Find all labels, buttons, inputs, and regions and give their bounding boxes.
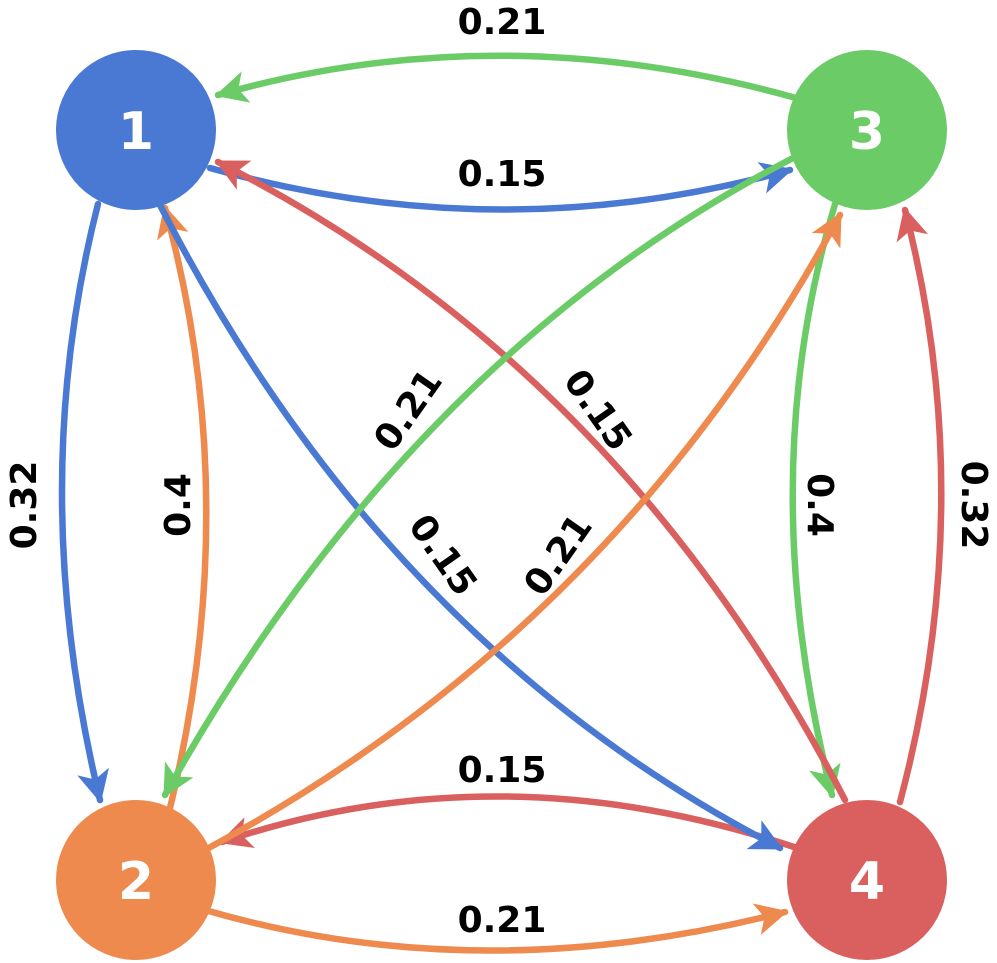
edge-label-1-to-3: 0.15	[458, 154, 547, 195]
edge-label-1-to-2: 0.32	[4, 461, 45, 550]
edge-4-to-3	[896, 206, 945, 806]
edge-label-4-to-2: 0.15	[458, 750, 547, 791]
node-1[interactable]: 1	[56, 50, 216, 210]
edge-label-2-to-1: 0.4	[158, 473, 199, 537]
edge-3-to-2	[161, 153, 799, 799]
edge-label-3-to-2: 0.21	[366, 362, 451, 458]
edge-1-to-3	[206, 162, 794, 213]
edge-label-4-to-3: 0.32	[953, 461, 994, 550]
edge-label-1-to-4: 0.15	[400, 507, 485, 603]
nodes: 1 2 3 4	[56, 50, 947, 960]
edge-label-2-to-4: 0.21	[458, 900, 547, 941]
node-3-circle	[787, 50, 947, 210]
edge-2-to-4	[201, 903, 789, 954]
node-4-circle	[787, 800, 947, 960]
edge-label-3-to-4: 0.4	[799, 473, 840, 537]
edge-4-to-1	[214, 158, 849, 804]
node-3-label: 3	[849, 102, 885, 162]
node-1-label: 1	[118, 102, 154, 162]
edges	[58, 52, 945, 954]
node-2-label: 2	[118, 852, 154, 912]
edge-label-4-to-1: 0.15	[555, 362, 640, 458]
edge-label-3-to-1: 0.21	[458, 2, 547, 43]
edge-1-to-4	[156, 201, 784, 852]
node-2-circle	[56, 800, 216, 960]
edge-label-2-to-3: 0.21	[516, 507, 601, 603]
node-4[interactable]: 4	[787, 800, 947, 960]
node-3[interactable]: 3	[787, 50, 947, 210]
edge-2-to-3	[201, 211, 844, 854]
node-1-circle	[56, 50, 216, 210]
edge-3-to-1	[214, 52, 800, 103]
edge-3-to-4	[789, 200, 841, 799]
edge-2-to-1	[157, 204, 210, 812]
edge-1-to-2	[58, 200, 109, 804]
edge-4-to-2	[218, 793, 801, 852]
node-2[interactable]: 2	[56, 800, 216, 960]
node-4-label: 4	[849, 852, 885, 912]
